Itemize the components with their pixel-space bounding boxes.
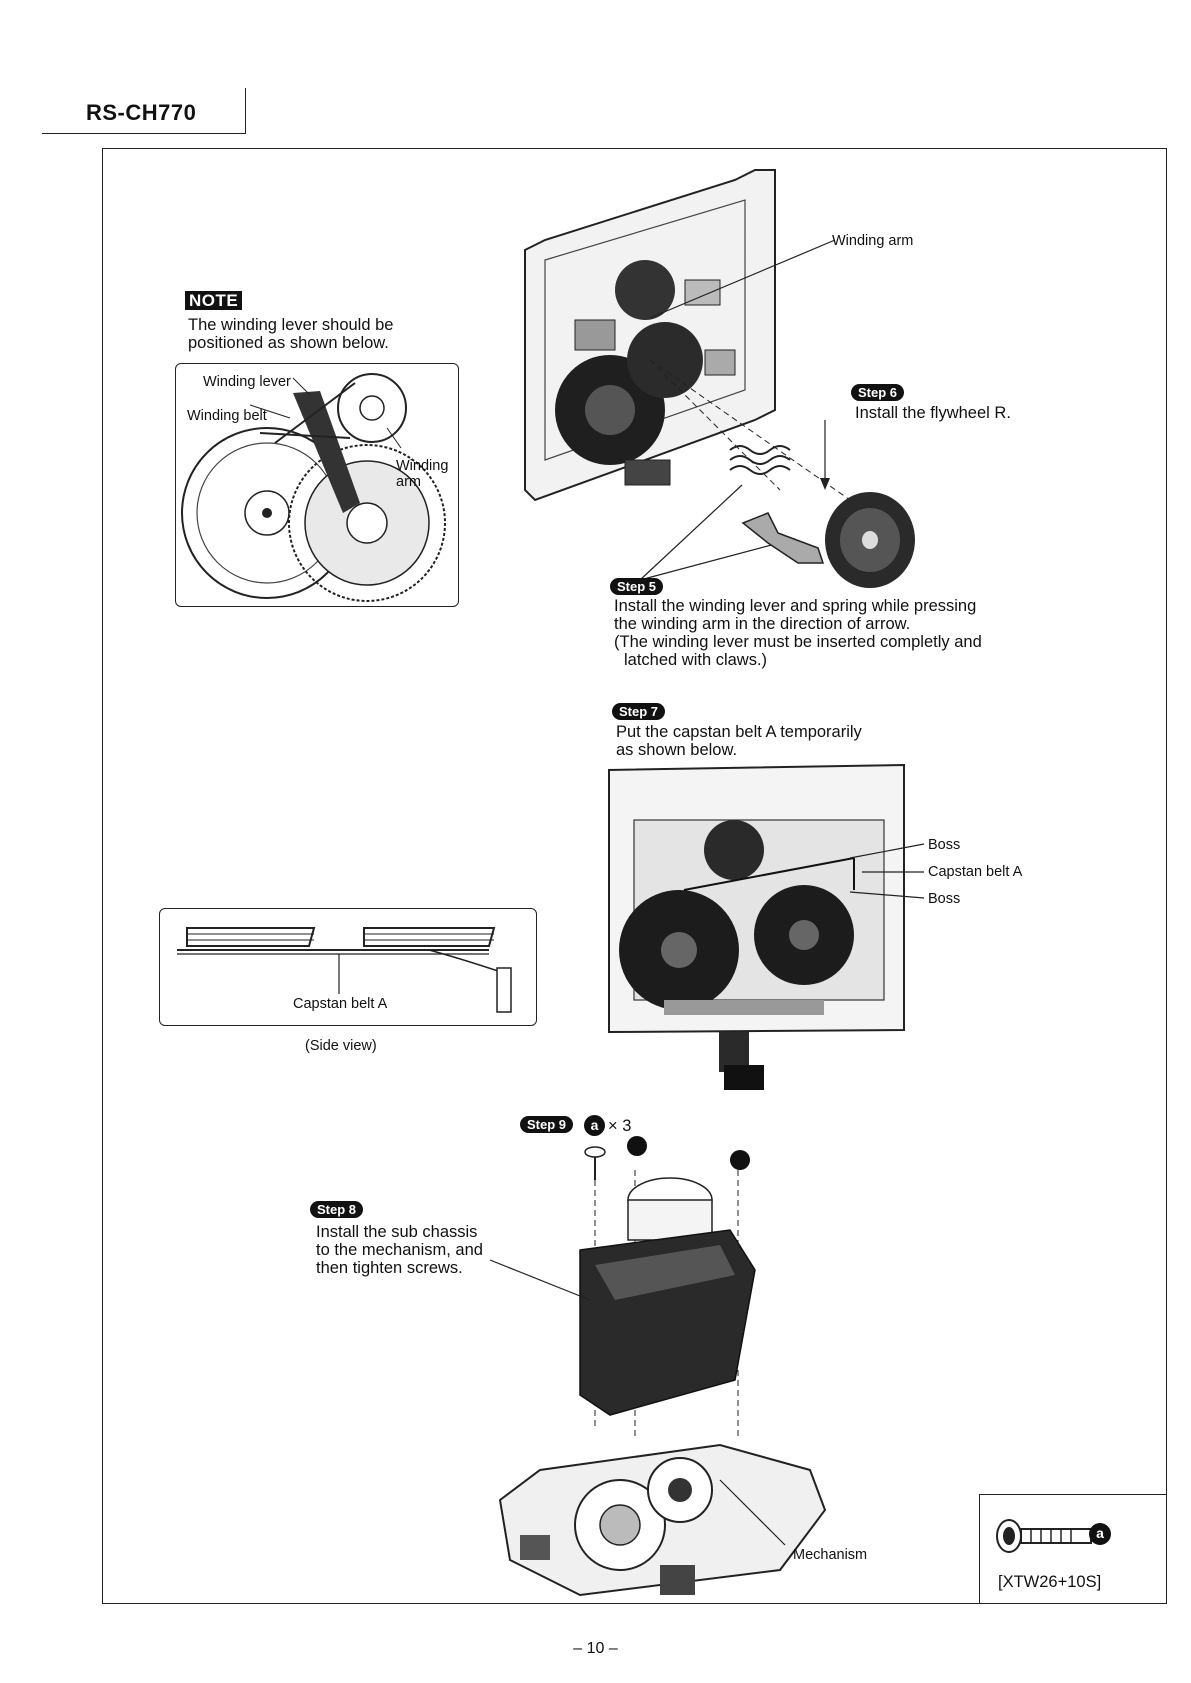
- spring-illustration: [729, 445, 791, 475]
- label-winding-arm-1: Winding: [396, 458, 449, 474]
- step5-line1: Install the winding lever and spring whi…: [614, 597, 977, 615]
- side-view-illustration: [177, 927, 512, 1013]
- step6-text: Install the flywheel R.: [855, 404, 1011, 422]
- step9-screw-marker: a: [584, 1115, 605, 1136]
- step5-line3: (The winding lever must be inserted comp…: [614, 633, 982, 651]
- step7-leader-lines: [849, 843, 925, 899]
- step8-line2: to the mechanism, and: [316, 1241, 483, 1259]
- bottom-figure-leader-lines: [489, 1259, 786, 1546]
- step9-count: × 3: [608, 1117, 632, 1135]
- screw-part-number: [XTW26+10S]: [998, 1573, 1102, 1591]
- label-boss-top: Boss: [928, 837, 961, 853]
- content-frame: [102, 148, 1167, 1604]
- top-mechanism-illustration: [524, 169, 776, 502]
- winding-lever-part-illustration: [741, 512, 825, 564]
- screw-icon: [584, 1146, 606, 1180]
- step8-line3: then tighten screws.: [316, 1259, 463, 1277]
- label-boss-bottom: Boss: [928, 891, 961, 907]
- top-figure-leader-lines: [639, 239, 851, 581]
- label-capstan-belt-a: Capstan belt A: [928, 864, 1023, 880]
- label-winding-arm-2: arm: [396, 474, 421, 490]
- page-number: – 10 –: [573, 1640, 618, 1657]
- note-text-line1: The winding lever should be: [188, 316, 394, 334]
- step8-badge: Step 8: [310, 1201, 364, 1219]
- step7-line2: as shown below.: [616, 741, 738, 759]
- winding-lever-illustration: [181, 373, 446, 602]
- flywheel-r-illustration: [825, 492, 915, 588]
- screw-reference-box: [979, 1494, 1167, 1604]
- step6-badge: Step 6: [851, 384, 905, 402]
- step5-badge: Step 5: [610, 578, 664, 596]
- header-divider: [245, 88, 246, 134]
- capstan-belt-mechanism-illustration: [608, 763, 905, 1090]
- step7-line1: Put the capstan belt A temporarily: [616, 723, 862, 741]
- step5-line2: the winding arm in the direction of arro…: [614, 615, 911, 633]
- note-text-line2: positioned as shown below.: [188, 334, 389, 352]
- step9-badge: Step 9: [520, 1116, 574, 1134]
- sub-chassis-assembly-illustration: [498, 1136, 827, 1597]
- label-capstan-belt-side: Capstan belt A: [293, 996, 388, 1012]
- label-winding-lever: Winding lever: [203, 374, 291, 390]
- side-view-caption: (Side view): [305, 1038, 377, 1054]
- screw-icon: [996, 1519, 1092, 1553]
- label-winding-arm-top: Winding arm: [832, 233, 914, 249]
- step8-line1: Install the sub chassis: [316, 1223, 478, 1241]
- model-number: RS-CH770: [86, 100, 197, 125]
- step5-line4: latched with claws.): [624, 651, 768, 669]
- note-badge: NOTE: [185, 291, 243, 311]
- step7-badge: Step 7: [612, 703, 666, 721]
- label-winding-belt: Winding belt: [187, 408, 267, 424]
- header-rule: [42, 133, 246, 134]
- screw-box-marker: a: [1089, 1523, 1111, 1545]
- label-mechanism: Mechanism: [793, 1547, 868, 1563]
